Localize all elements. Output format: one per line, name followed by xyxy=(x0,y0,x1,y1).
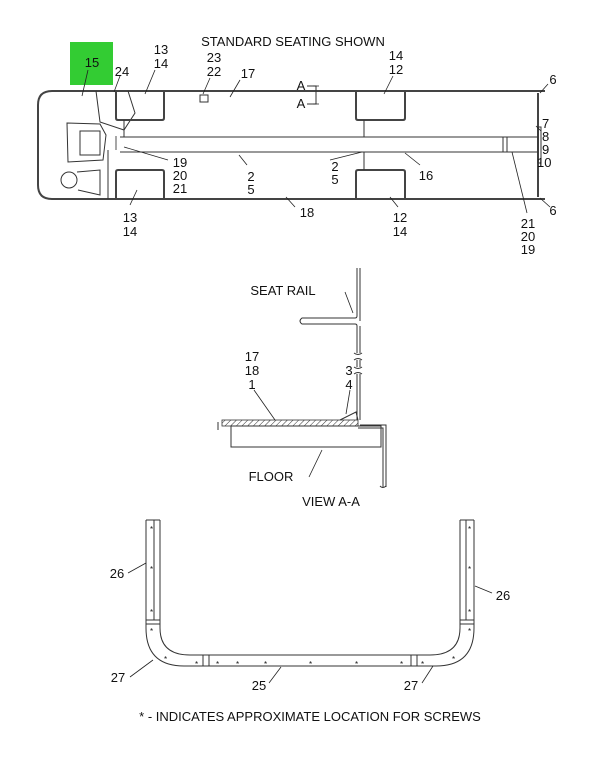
callout-8: 8 xyxy=(542,129,549,144)
callout-19: 19 xyxy=(173,155,187,170)
screw-marker: * xyxy=(195,660,198,669)
callout-13: 13 xyxy=(154,42,168,57)
floor-frame-view xyxy=(127,519,493,684)
screw-markers: * * * * * * * * * * * * * * * * * * xyxy=(150,525,471,669)
leader-lines xyxy=(81,69,551,214)
screw-marker: * xyxy=(164,655,167,664)
callout-20: 20 xyxy=(521,229,535,244)
screw-marker: * xyxy=(309,660,312,669)
section-marker-a: A xyxy=(297,96,306,111)
callout-26: 26 xyxy=(110,566,124,581)
section-marker-a: A xyxy=(297,78,306,93)
callout-27: 27 xyxy=(404,678,418,693)
top-view-callouts: 24 13 14 23 22 17 A A 14 12 6 7 8 9 10 1… xyxy=(115,42,557,257)
callout-22: 22 xyxy=(207,64,221,79)
callout-7: 7 xyxy=(542,116,549,131)
screw-marker: * xyxy=(421,660,424,669)
screw-marker: * xyxy=(468,565,471,574)
callout-12: 12 xyxy=(393,210,407,225)
callout-13: 13 xyxy=(123,210,137,225)
highlight-box[interactable] xyxy=(70,42,113,85)
callout-26: 26 xyxy=(496,588,510,603)
seat-rail-label: SEAT RAIL xyxy=(250,283,315,298)
callout-24: 24 xyxy=(115,64,129,79)
screw-marker: * xyxy=(400,660,403,669)
callout-18: 18 xyxy=(300,205,314,220)
screw-marker: * xyxy=(236,660,239,669)
view-label: VIEW A-A xyxy=(302,494,360,509)
diagram-title: STANDARD SEATING SHOWN xyxy=(201,34,385,49)
callout-25: 25 xyxy=(252,678,266,693)
callout-6: 6 xyxy=(549,72,556,87)
callout-9: 9 xyxy=(542,142,549,157)
callout-27: 27 xyxy=(111,670,125,685)
screw-marker: * xyxy=(150,525,153,534)
callout-6: 6 xyxy=(549,203,556,218)
callout-21: 21 xyxy=(521,216,535,231)
callout-19: 19 xyxy=(521,242,535,257)
callout-3: 3 xyxy=(345,363,352,378)
callout-14: 14 xyxy=(393,224,407,239)
callout-4: 4 xyxy=(345,377,352,392)
callout-18: 18 xyxy=(245,363,259,378)
screw-marker: * xyxy=(150,627,153,636)
floor-label: FLOOR xyxy=(249,469,294,484)
callout-5: 5 xyxy=(331,172,338,187)
screw-marker: * xyxy=(452,655,455,664)
screw-marker: * xyxy=(216,660,219,669)
callout-17: 17 xyxy=(241,66,255,81)
callout-12: 12 xyxy=(389,62,403,77)
callout-21: 21 xyxy=(173,181,187,196)
section-view-a-a xyxy=(217,268,387,488)
screw-marker: * xyxy=(150,565,153,574)
callout-14: 14 xyxy=(123,224,137,239)
callout-17: 17 xyxy=(245,349,259,364)
callout-23: 23 xyxy=(207,50,221,65)
screw-marker: * xyxy=(468,627,471,636)
callout-14: 14 xyxy=(389,48,403,63)
callout-2: 2 xyxy=(331,159,338,174)
screw-marker: * xyxy=(468,525,471,534)
callout-10: 10 xyxy=(537,155,551,170)
screw-marker: * xyxy=(264,660,267,669)
screw-marker: * xyxy=(468,608,471,617)
screw-marker: * xyxy=(150,608,153,617)
callout-2: 2 xyxy=(247,169,254,184)
callout-15[interactable]: 15 xyxy=(85,55,99,70)
callout-20: 20 xyxy=(173,168,187,183)
screw-location-note: * - INDICATES APPROXIMATE LOCATION FOR S… xyxy=(139,709,481,724)
callout-16: 16 xyxy=(419,168,433,183)
callout-1: 1 xyxy=(248,377,255,392)
callout-14: 14 xyxy=(154,56,168,71)
screw-marker: * xyxy=(355,660,358,669)
callout-5: 5 xyxy=(247,182,254,197)
bus-floor-plan xyxy=(37,85,545,200)
